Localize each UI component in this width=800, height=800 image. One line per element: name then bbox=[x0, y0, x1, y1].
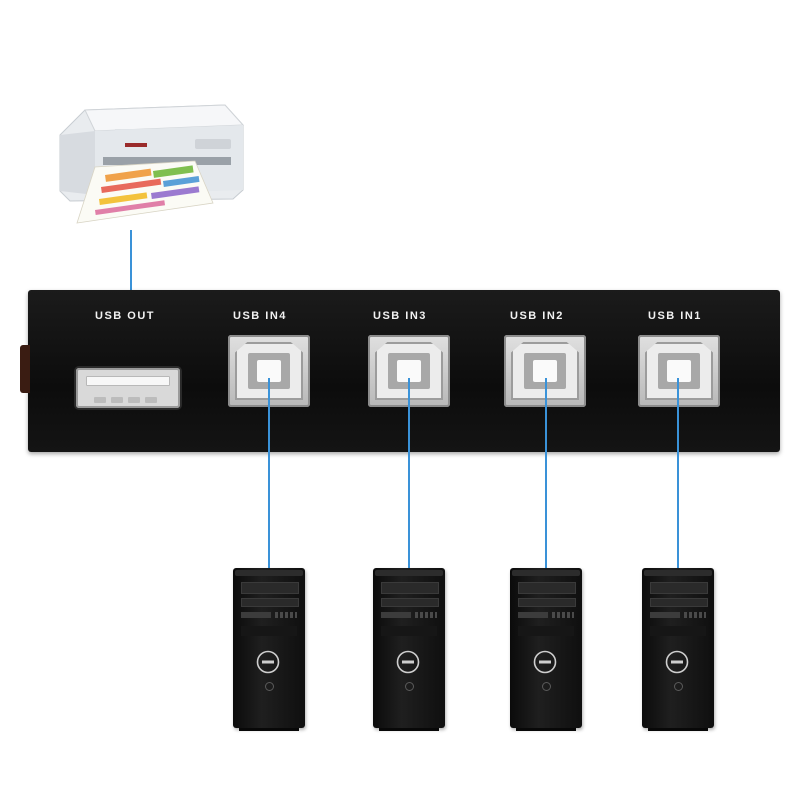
port-label-usb-in4: USB IN4 bbox=[233, 310, 287, 322]
dell-logo-icon bbox=[665, 650, 689, 674]
computer-tower-4 bbox=[642, 568, 714, 731]
usb-switch-box: USB OUT USB IN4 USB IN3 USB IN2 USB IN1 bbox=[20, 290, 780, 452]
printer bbox=[55, 95, 250, 235]
computer-tower-2 bbox=[373, 568, 445, 731]
port-label-usb-in3: USB IN3 bbox=[373, 310, 427, 322]
computer-tower-1 bbox=[233, 568, 305, 731]
cable-computer-3 bbox=[545, 378, 547, 568]
power-button-icon bbox=[265, 682, 274, 691]
usb-in1-port[interactable] bbox=[638, 335, 720, 407]
power-button-icon bbox=[542, 682, 551, 691]
usb-in3-port[interactable] bbox=[368, 335, 450, 407]
switch-edge bbox=[20, 345, 30, 393]
dell-logo-icon bbox=[533, 650, 557, 674]
usb-a-tongue bbox=[86, 376, 170, 386]
computer-tower-3 bbox=[510, 568, 582, 731]
dell-logo-icon bbox=[396, 650, 420, 674]
printer-icon bbox=[59, 104, 245, 224]
usb-out-port[interactable] bbox=[76, 368, 180, 408]
dell-logo-icon bbox=[256, 650, 280, 674]
port-label-usb-in1: USB IN1 bbox=[648, 310, 702, 322]
usb-in2-port[interactable] bbox=[504, 335, 586, 407]
port-label-usb-out: USB OUT bbox=[95, 310, 155, 322]
usb-a-pins bbox=[94, 390, 164, 403]
cable-computer-1 bbox=[268, 378, 270, 568]
power-button-icon bbox=[674, 682, 683, 691]
port-label-usb-in2: USB IN2 bbox=[510, 310, 564, 322]
power-button-icon bbox=[405, 682, 414, 691]
cable-computer-4 bbox=[677, 378, 679, 568]
cable-computer-2 bbox=[408, 378, 410, 568]
